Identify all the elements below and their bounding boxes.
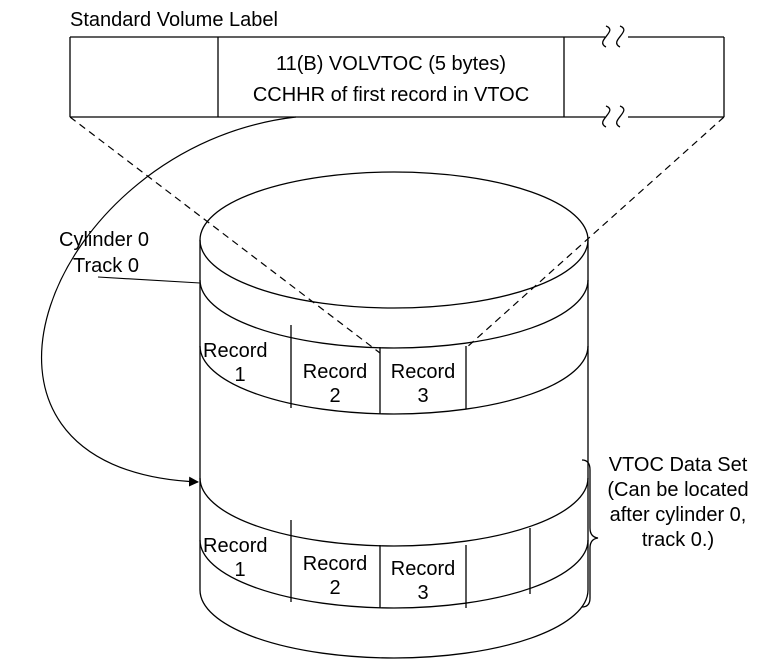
projection-line-right	[465, 116, 725, 349]
vtoc-note-line4: track 0.)	[642, 529, 714, 551]
track0-record-3: Record 3	[391, 361, 455, 407]
svg-text:2: 2	[329, 577, 340, 599]
projection-line-left	[69, 116, 381, 354]
vtoc-pointer-arrow	[40, 116, 297, 487]
svg-text:Record: Record	[391, 361, 455, 383]
track0-record-2: Record 2	[303, 361, 367, 407]
svg-text:Record: Record	[391, 558, 455, 580]
vtoc-note-line3: after cylinder 0,	[610, 504, 747, 526]
vtoc-record-2: Record 2	[303, 553, 367, 599]
vtoc-record-1: Record 1	[203, 535, 267, 581]
svg-text:Record: Record	[203, 535, 267, 557]
svg-text:Record: Record	[303, 553, 367, 575]
svg-text:Record: Record	[203, 340, 267, 362]
track0-leader-line	[97, 276, 201, 284]
vtoc-band	[199, 477, 589, 609]
svg-text:Record: Record	[303, 361, 367, 383]
volvtoc-field-line1: 11(B) VOLVTOC (5 bytes)	[276, 53, 506, 75]
svg-text:3: 3	[417, 582, 428, 604]
track0-band	[199, 279, 589, 415]
vtoc-note-line2: (Can be located	[607, 479, 748, 501]
svg-text:2: 2	[329, 385, 340, 407]
volvtoc-field-line2: CCHHR of first record in VTOC	[253, 84, 529, 106]
track0-record-1: Record 1	[203, 340, 267, 386]
volume-label-box	[69, 36, 725, 118]
disk-cylinder	[199, 171, 589, 659]
svg-text:1: 1	[234, 364, 245, 386]
break-marks	[602, 25, 625, 128]
vtoc-brace	[581, 459, 599, 608]
track0-label: Track 0	[73, 255, 139, 277]
vtoc-note-line1: VTOC Data Set	[609, 454, 748, 476]
svg-text:3: 3	[417, 385, 428, 407]
svg-text:1: 1	[234, 559, 245, 581]
vtoc-record-3: Record 3	[391, 558, 455, 604]
volume-label-title: Standard Volume Label	[70, 9, 278, 31]
cylinder0-label: Cylinder 0	[59, 229, 149, 251]
